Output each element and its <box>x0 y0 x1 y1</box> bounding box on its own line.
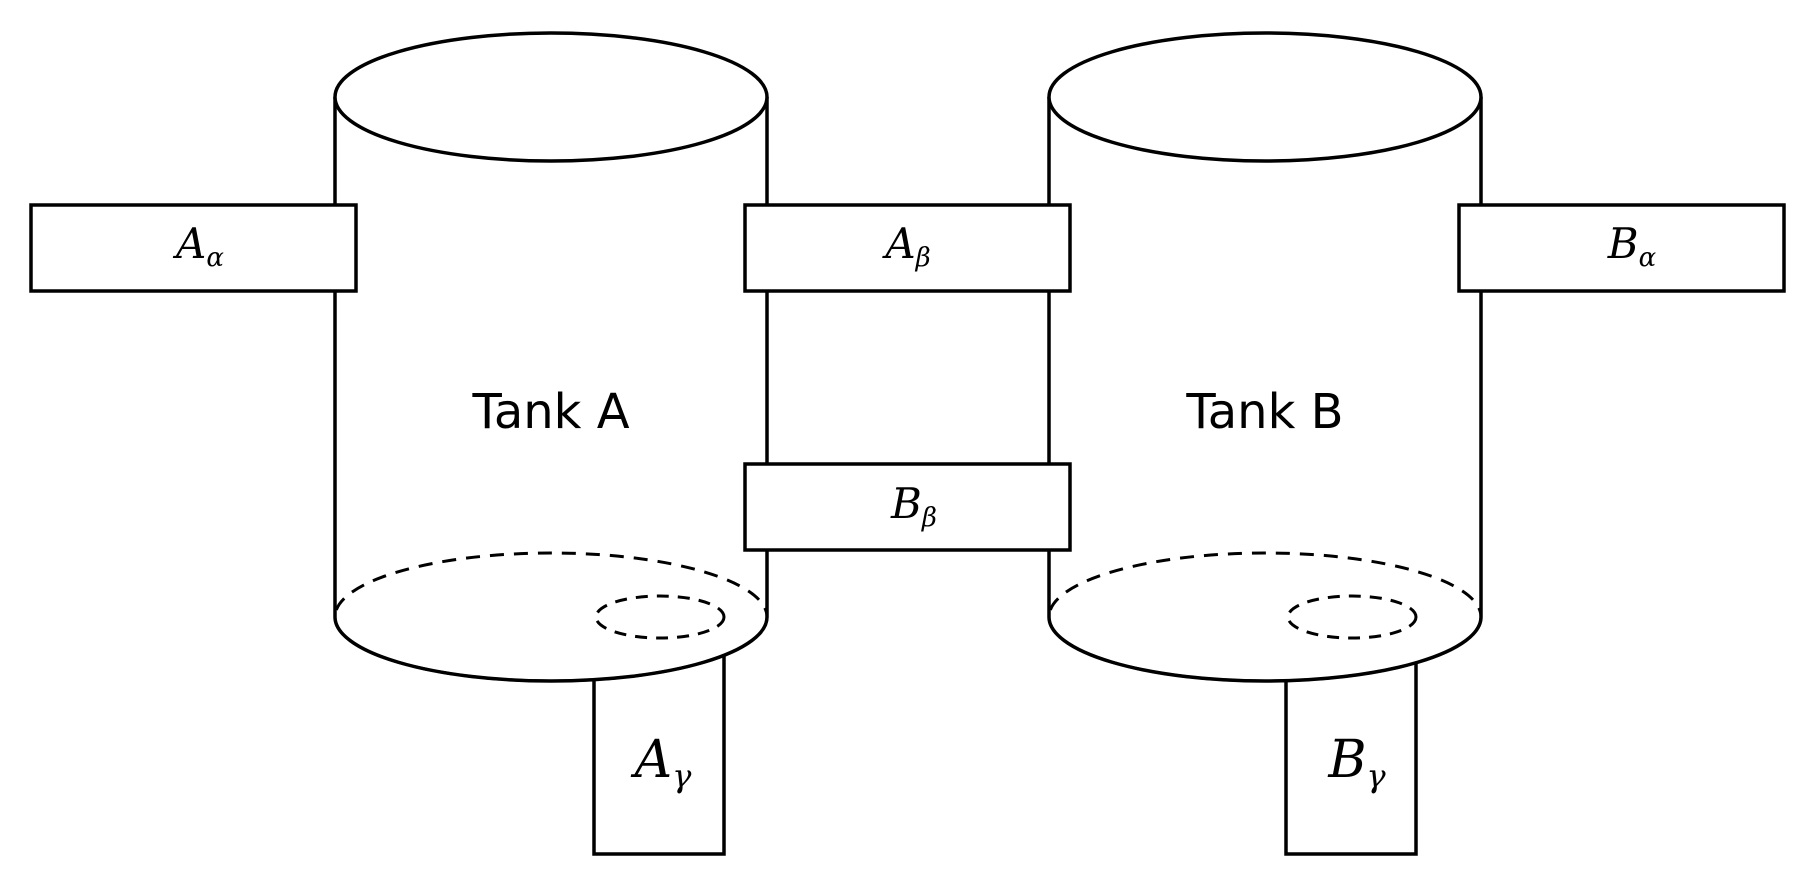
pipe-b-alpha-box <box>1457 203 1786 293</box>
pipe-b-gamma-box <box>1284 664 1418 856</box>
pipe-a-alpha-box <box>29 203 358 293</box>
pipe-a-beta-box <box>743 203 1072 293</box>
tank-b-bottom-rim <box>1047 551 1483 683</box>
tank-a-bottom-front-edge <box>333 616 769 683</box>
tank-b-top-rim <box>1047 31 1483 163</box>
tank-b-bottom-front-edge <box>1047 616 1483 683</box>
tank-a-top-rim <box>333 31 769 163</box>
pipe-a-gamma-label: Aγ <box>631 730 693 795</box>
pipe-b-alpha-label: Bα <box>1607 219 1657 273</box>
tank-a <box>333 31 769 683</box>
tank-b-outlet-opening <box>1286 594 1418 640</box>
tank-b-label: Tank B <box>1185 384 1343 440</box>
tank-a-label: Tank A <box>471 384 629 440</box>
pipe-b-beta-box <box>743 462 1072 552</box>
tank-a-outlet-opening <box>594 594 726 640</box>
pipe-a-alpha-label: Aα <box>172 219 224 273</box>
pipe-b-gamma-label: Bγ <box>1327 730 1386 795</box>
tank-b <box>1047 31 1483 683</box>
pipe-a-beta-label: Aβ <box>881 219 930 273</box>
pipe-a-gamma-box <box>592 654 726 856</box>
pipe-b-beta-label: Bβ <box>890 479 937 533</box>
tank-a-bottom-rim <box>333 551 769 683</box>
